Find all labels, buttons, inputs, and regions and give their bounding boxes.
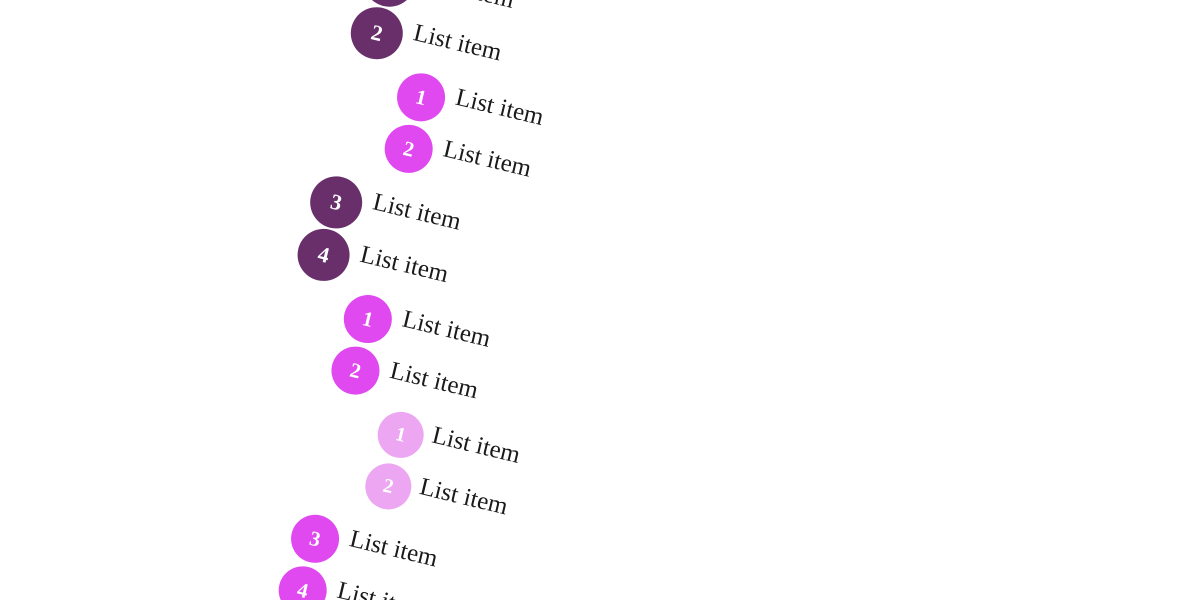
list-marker-badge: 1 [338,290,397,348]
list-marker-badge: 2 [379,119,438,178]
list-marker-badge: 3 [304,171,368,234]
list-item-label: List item [346,525,441,573]
ordered-list-level-1: 1 List item 2 List item 1 List item 2 Li… [215,0,1051,600]
list-marker-badge: 1 [392,68,450,127]
list-item-label: List item [423,0,518,14]
list-item-label: List item [370,188,464,236]
list-marker-badge: 1 [372,407,429,463]
rotated-list-container: 1 List item 2 List item 1 List item 2 Li… [214,0,1051,600]
list-marker-badge: 2 [326,341,385,400]
list-marker-badge: 2 [360,458,417,515]
list-marker-badge: 3 [286,509,345,568]
list-marker-badge: 4 [292,223,355,287]
list-marker-badge: 2 [345,1,409,65]
